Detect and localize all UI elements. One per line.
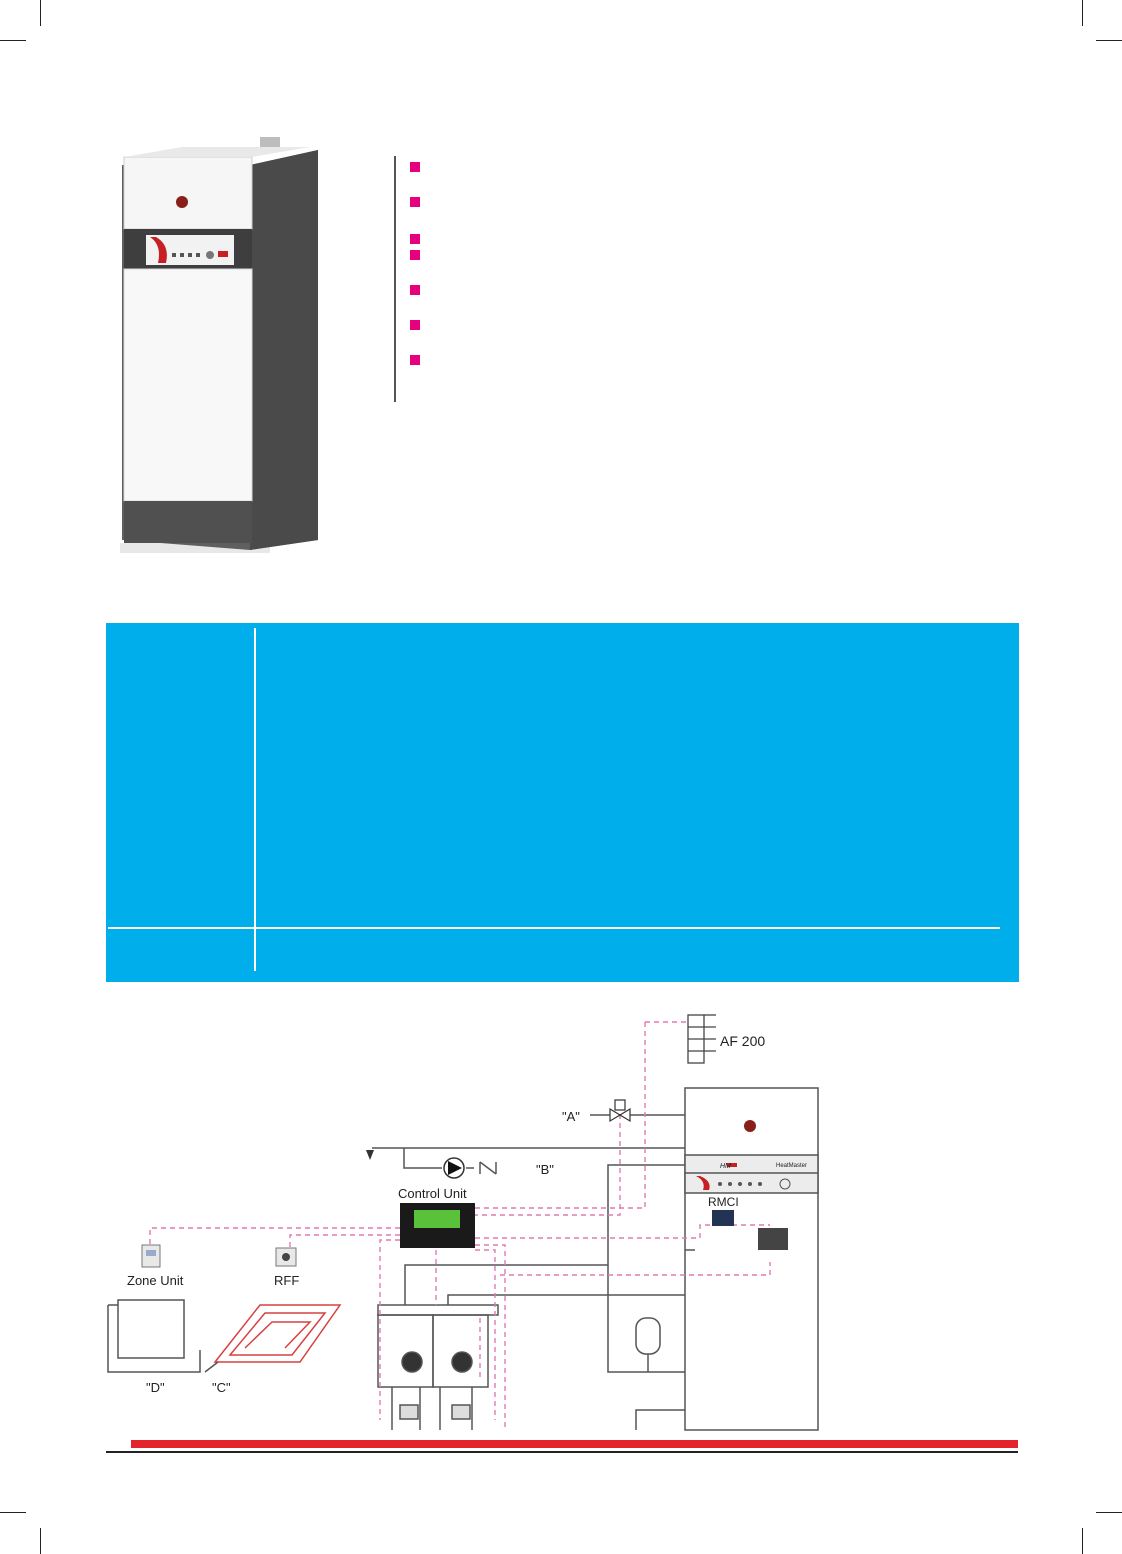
label-a: "A": [562, 1109, 580, 1124]
info-panel: [106, 623, 1019, 982]
crop-mark: [1096, 40, 1122, 41]
bullet-marker: [410, 197, 420, 207]
info-panel-divider: [254, 628, 256, 971]
crop-mark: [40, 0, 41, 26]
label-c: "C": [212, 1380, 231, 1395]
boiler-product-image: [120, 137, 318, 553]
bullet-marker: [410, 250, 420, 260]
label-zone-unit: Zone Unit: [127, 1273, 184, 1288]
bullet-marker: [410, 355, 420, 365]
crop-mark: [0, 40, 26, 41]
label-b: "B": [536, 1162, 554, 1177]
label-d: "D": [146, 1380, 165, 1395]
bullet-marker: [410, 320, 420, 330]
crop-mark: [40, 1528, 41, 1554]
info-panel-row-divider: [108, 927, 1000, 929]
crop-mark: [1082, 1528, 1083, 1554]
boiler-brand-text: HeatMaster: [776, 1163, 807, 1169]
label-control-unit: Control Unit: [398, 1186, 467, 1201]
bullet-marker: [410, 162, 420, 172]
footer-rule: [106, 1451, 1018, 1453]
bullet-list-rule: [394, 156, 396, 402]
label-rff: RFF: [274, 1273, 299, 1288]
crop-mark: [0, 1512, 26, 1513]
bullet-marker: [410, 234, 420, 244]
footer-red-bar: [131, 1440, 1018, 1448]
boiler-logo-text: HM: [720, 1163, 731, 1170]
label-rmci: RMCI: [708, 1195, 739, 1209]
bullet-marker: [410, 285, 420, 295]
crop-mark: [1096, 1512, 1122, 1513]
label-af200: AF 200: [720, 1033, 765, 1049]
crop-mark: [1082, 0, 1083, 26]
